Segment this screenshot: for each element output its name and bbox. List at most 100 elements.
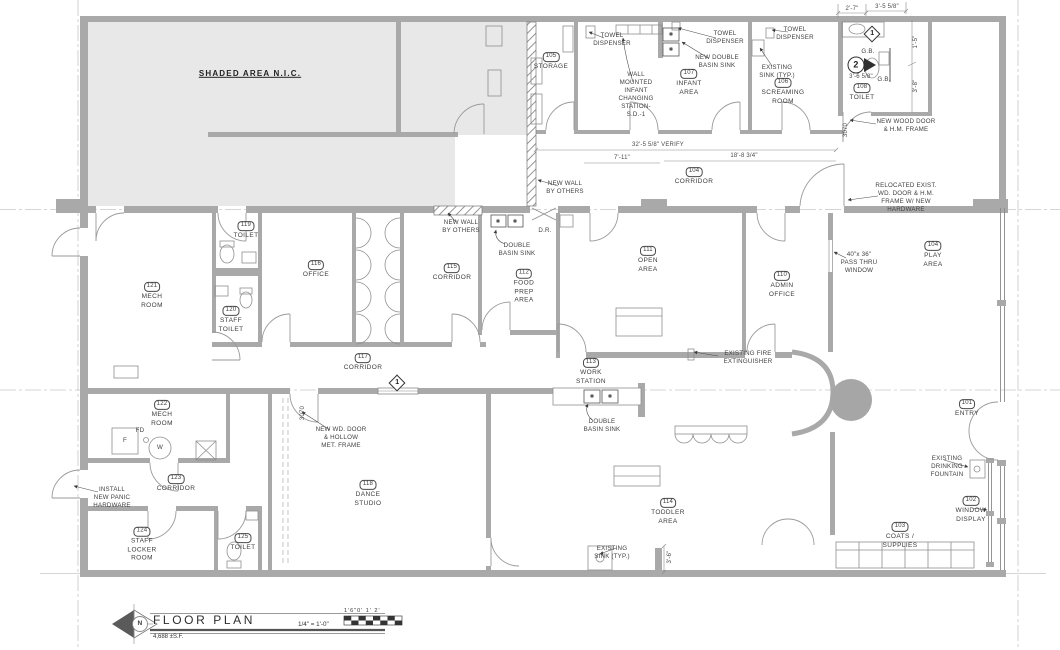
room-number: 121 bbox=[143, 281, 161, 293]
room-name: STAFF TOILET bbox=[218, 317, 244, 333]
room-name: TOILET bbox=[849, 94, 875, 102]
callout-number: 1 bbox=[869, 30, 875, 38]
dimension-text-vertical: 3'-6" bbox=[667, 550, 674, 564]
dimension-text-vertical: 3070 bbox=[843, 122, 850, 138]
room-name: INFANT AREA bbox=[676, 80, 702, 96]
drawing-scale: 1/4" = 1'-0" bbox=[298, 621, 329, 628]
north-arrow-label: N bbox=[137, 619, 143, 627]
dimension-text-vertical: 3070 bbox=[300, 405, 307, 421]
dimension-text: 3'-6 5/8" bbox=[849, 74, 873, 81]
plan-note: W bbox=[156, 443, 164, 451]
room-number: 104 bbox=[685, 167, 703, 178]
dimension-text-vertical: 3'-8" bbox=[913, 79, 920, 93]
room-name: TOILET bbox=[230, 544, 256, 552]
room-name: ENTRY bbox=[955, 410, 979, 418]
plan-note: INSTALL NEW PANIC HARDWARE bbox=[93, 485, 131, 510]
room-number: 112 bbox=[515, 268, 533, 279]
room-number: 119 bbox=[237, 221, 255, 232]
room-number: 117 bbox=[354, 353, 372, 364]
room-number: 107 bbox=[680, 68, 698, 80]
room-name: MECH ROOM bbox=[151, 411, 173, 427]
plan-note: TOWEL DISPENSER bbox=[776, 25, 814, 41]
plan-note: F bbox=[123, 436, 127, 444]
plan-note: DOUBLE BASIN SINK bbox=[498, 241, 536, 257]
plan-note: SHADED AREA N.I.C. bbox=[198, 68, 302, 78]
detail-callout-circle: 2 bbox=[847, 56, 865, 74]
room-number: 105 bbox=[542, 52, 560, 63]
room-number: 104 bbox=[924, 240, 942, 252]
room-name: DANCE STUDIO bbox=[354, 491, 382, 507]
room-number: 115 bbox=[443, 263, 461, 274]
plan-note: G.B. bbox=[877, 75, 891, 83]
room-number: 103 bbox=[891, 521, 909, 533]
plan-note: NEW WD. DOOR & HOLLOW MET. FRAME bbox=[315, 425, 367, 450]
plan-note: EXISTING SINK (TYP.) bbox=[759, 63, 795, 79]
drawing-area: 4,688 ±S.F. bbox=[153, 634, 184, 640]
plan-note: EXISTING FIRE EXTINGUISHER bbox=[723, 349, 773, 365]
room-name: CORRIDOR bbox=[674, 178, 714, 186]
room-number: 125 bbox=[234, 533, 252, 544]
dimension-text: 18'-8 3/4" bbox=[730, 153, 758, 160]
room-name: OPEN AREA bbox=[637, 257, 659, 273]
room-name: CORRIDOR bbox=[156, 485, 196, 493]
room-name: CORRIDOR bbox=[343, 364, 383, 372]
room-number: 122 bbox=[153, 399, 171, 411]
plan-note: D.R. bbox=[538, 226, 552, 234]
room-name: FOOD PREP AREA bbox=[513, 279, 535, 304]
room-number: 102 bbox=[962, 495, 980, 507]
room-name: WINDOW DISPLAY bbox=[955, 507, 987, 523]
room-number: 111 bbox=[640, 245, 656, 257]
dimension-text: 2'-7" bbox=[845, 6, 859, 13]
plan-note: G.B. bbox=[861, 47, 875, 55]
callout-number: 1 bbox=[394, 379, 400, 387]
room-name: WORK STATION bbox=[575, 369, 607, 385]
room-number: 113 bbox=[582, 357, 600, 369]
plan-note: NEW WALL BY OTHERS bbox=[546, 179, 584, 195]
room-name: TOILET bbox=[233, 232, 259, 240]
room-name: TODDLER AREA bbox=[651, 509, 685, 525]
room-number: 116 bbox=[307, 260, 325, 271]
room-name: CORRIDOR bbox=[432, 274, 472, 282]
room-number: 106 bbox=[774, 77, 792, 89]
room-name: PLAY AREA bbox=[923, 252, 943, 268]
dimension-text: 7'-11" bbox=[613, 155, 631, 162]
plan-note: WALL MOUNTED INFANT CHANGING STATION- S.… bbox=[618, 70, 654, 119]
detail-callout-diamond: 1 bbox=[863, 25, 881, 43]
detail-callout-diamond: 1 bbox=[388, 374, 406, 392]
plan-note: 40"x 36" PASS THRU WINDOW bbox=[840, 250, 878, 275]
plan-note: NEW WALL BY OTHERS bbox=[442, 218, 480, 234]
room-name: SCREAMING ROOM bbox=[761, 89, 805, 105]
scale-bar-labels: 1'6"0' 1' 2' bbox=[344, 608, 381, 614]
room-name: COATS / SUPPLIES bbox=[882, 533, 918, 549]
drawing-title: FLOOR PLAN bbox=[153, 613, 256, 627]
plan-note: DOUBLE BASIN SINK bbox=[583, 417, 621, 433]
dimension-text-vertical: 1'-5" bbox=[913, 35, 920, 49]
plan-note: TOWEL DISPENSER bbox=[706, 29, 744, 45]
room-number: 118 bbox=[359, 479, 377, 491]
room-number: 124 bbox=[133, 526, 151, 537]
room-number: 123 bbox=[167, 474, 185, 485]
